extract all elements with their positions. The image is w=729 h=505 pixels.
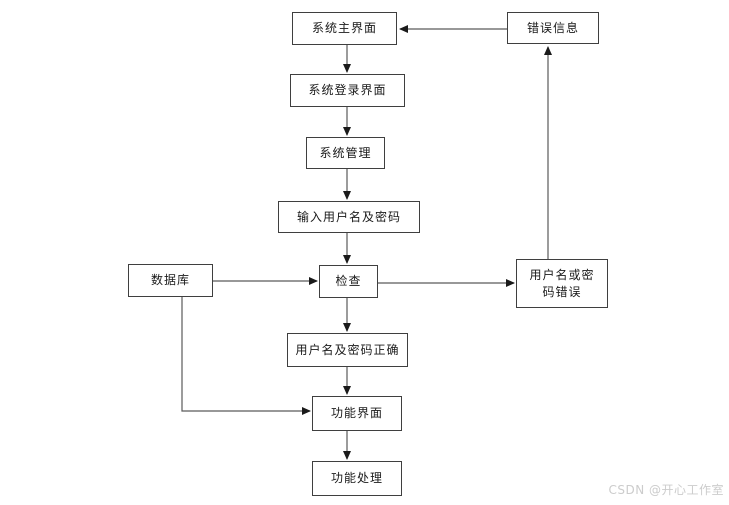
node-function-interface: 功能界面 — [312, 396, 402, 431]
node-database: 数据库 — [128, 264, 213, 297]
edge-database-to-function — [181, 297, 311, 415]
node-login-interface: 系统登录界面 — [290, 74, 405, 107]
csdn-watermark: CSDN @开心工作室 — [608, 483, 724, 497]
node-credentials-correct: 用户名及密码正确 — [287, 333, 408, 367]
node-input-credentials: 输入用户名及密码 — [278, 201, 420, 233]
node-check: 检查 — [319, 265, 378, 298]
node-main-interface: 系统主界面 — [292, 12, 397, 45]
node-function-processing: 功能处理 — [312, 461, 402, 496]
node-credentials-wrong: 用户名或密 码错误 — [516, 259, 608, 308]
node-system-management: 系统管理 — [306, 137, 385, 169]
node-error-info: 错误信息 — [507, 12, 599, 44]
